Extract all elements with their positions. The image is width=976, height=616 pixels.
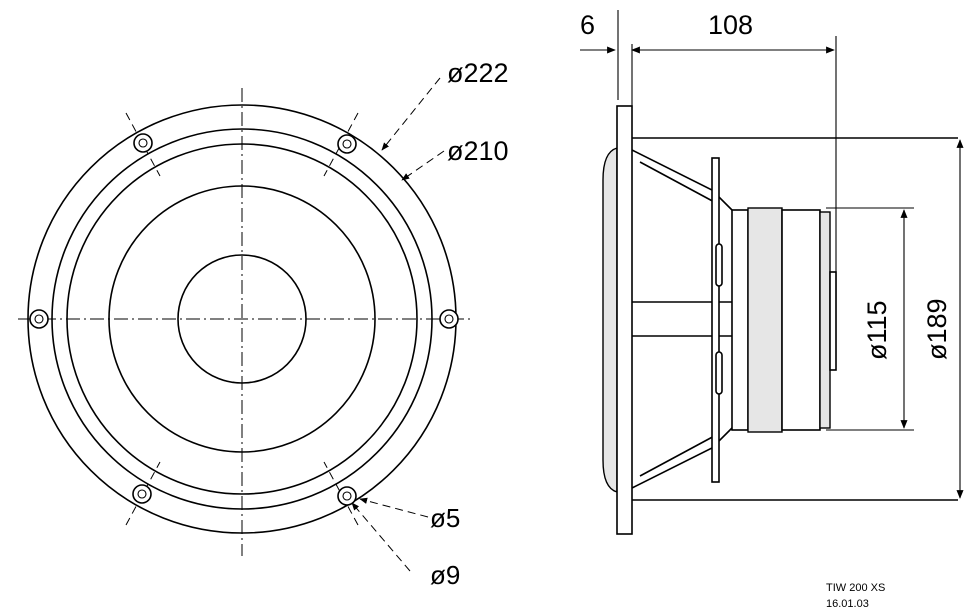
vent-slot-upper [715, 243, 723, 287]
pole-piece [819, 211, 831, 429]
label-hole-small: ø5 [430, 503, 460, 533]
label-depth: 108 [708, 10, 753, 40]
cone-ring [108, 185, 376, 453]
label-hole-large: ø9 [430, 560, 460, 590]
mounting-hole-left [29, 309, 49, 329]
label-outer-diameter: ø222 [447, 58, 509, 88]
mounting-hole-top-left [133, 133, 153, 153]
top-plate [731, 209, 749, 431]
leader-outer-diameter [381, 77, 441, 151]
caption-model: TIW 200 XS [826, 582, 885, 594]
leader-hole-circle [401, 150, 445, 181]
basket-ring [711, 157, 720, 483]
mounting-hole-right [439, 309, 459, 329]
side-view: 6 108 ø115 ø189 [580, 10, 964, 535]
label-flange-thickness: 6 [580, 10, 595, 40]
leader-hole-large [351, 502, 411, 572]
caption-date: 16.01.03 [826, 598, 869, 610]
flange [616, 105, 633, 535]
hole-axis-marks [125, 112, 359, 526]
mounting-hole-top-right [337, 134, 357, 154]
surround-ring [66, 143, 418, 495]
label-cutout-diameter: ø189 [922, 298, 952, 360]
vent-slot-lower [715, 351, 723, 395]
mounting-hole-bottom-left [132, 484, 152, 504]
magnet [747, 207, 783, 433]
leader-hole-small [359, 497, 429, 518]
dust-cap [177, 254, 307, 384]
vent-plug [829, 271, 837, 371]
cone-front-profile [602, 147, 618, 493]
back-plate [781, 209, 821, 431]
surround-outer-ring [51, 128, 433, 510]
label-hole-circle: ø210 [447, 136, 509, 166]
mounting-hole-bottom-right [337, 486, 357, 506]
label-magnet-diameter: ø115 [862, 300, 892, 360]
front-view: ø222 ø210 ø5 ø9 [18, 58, 509, 590]
